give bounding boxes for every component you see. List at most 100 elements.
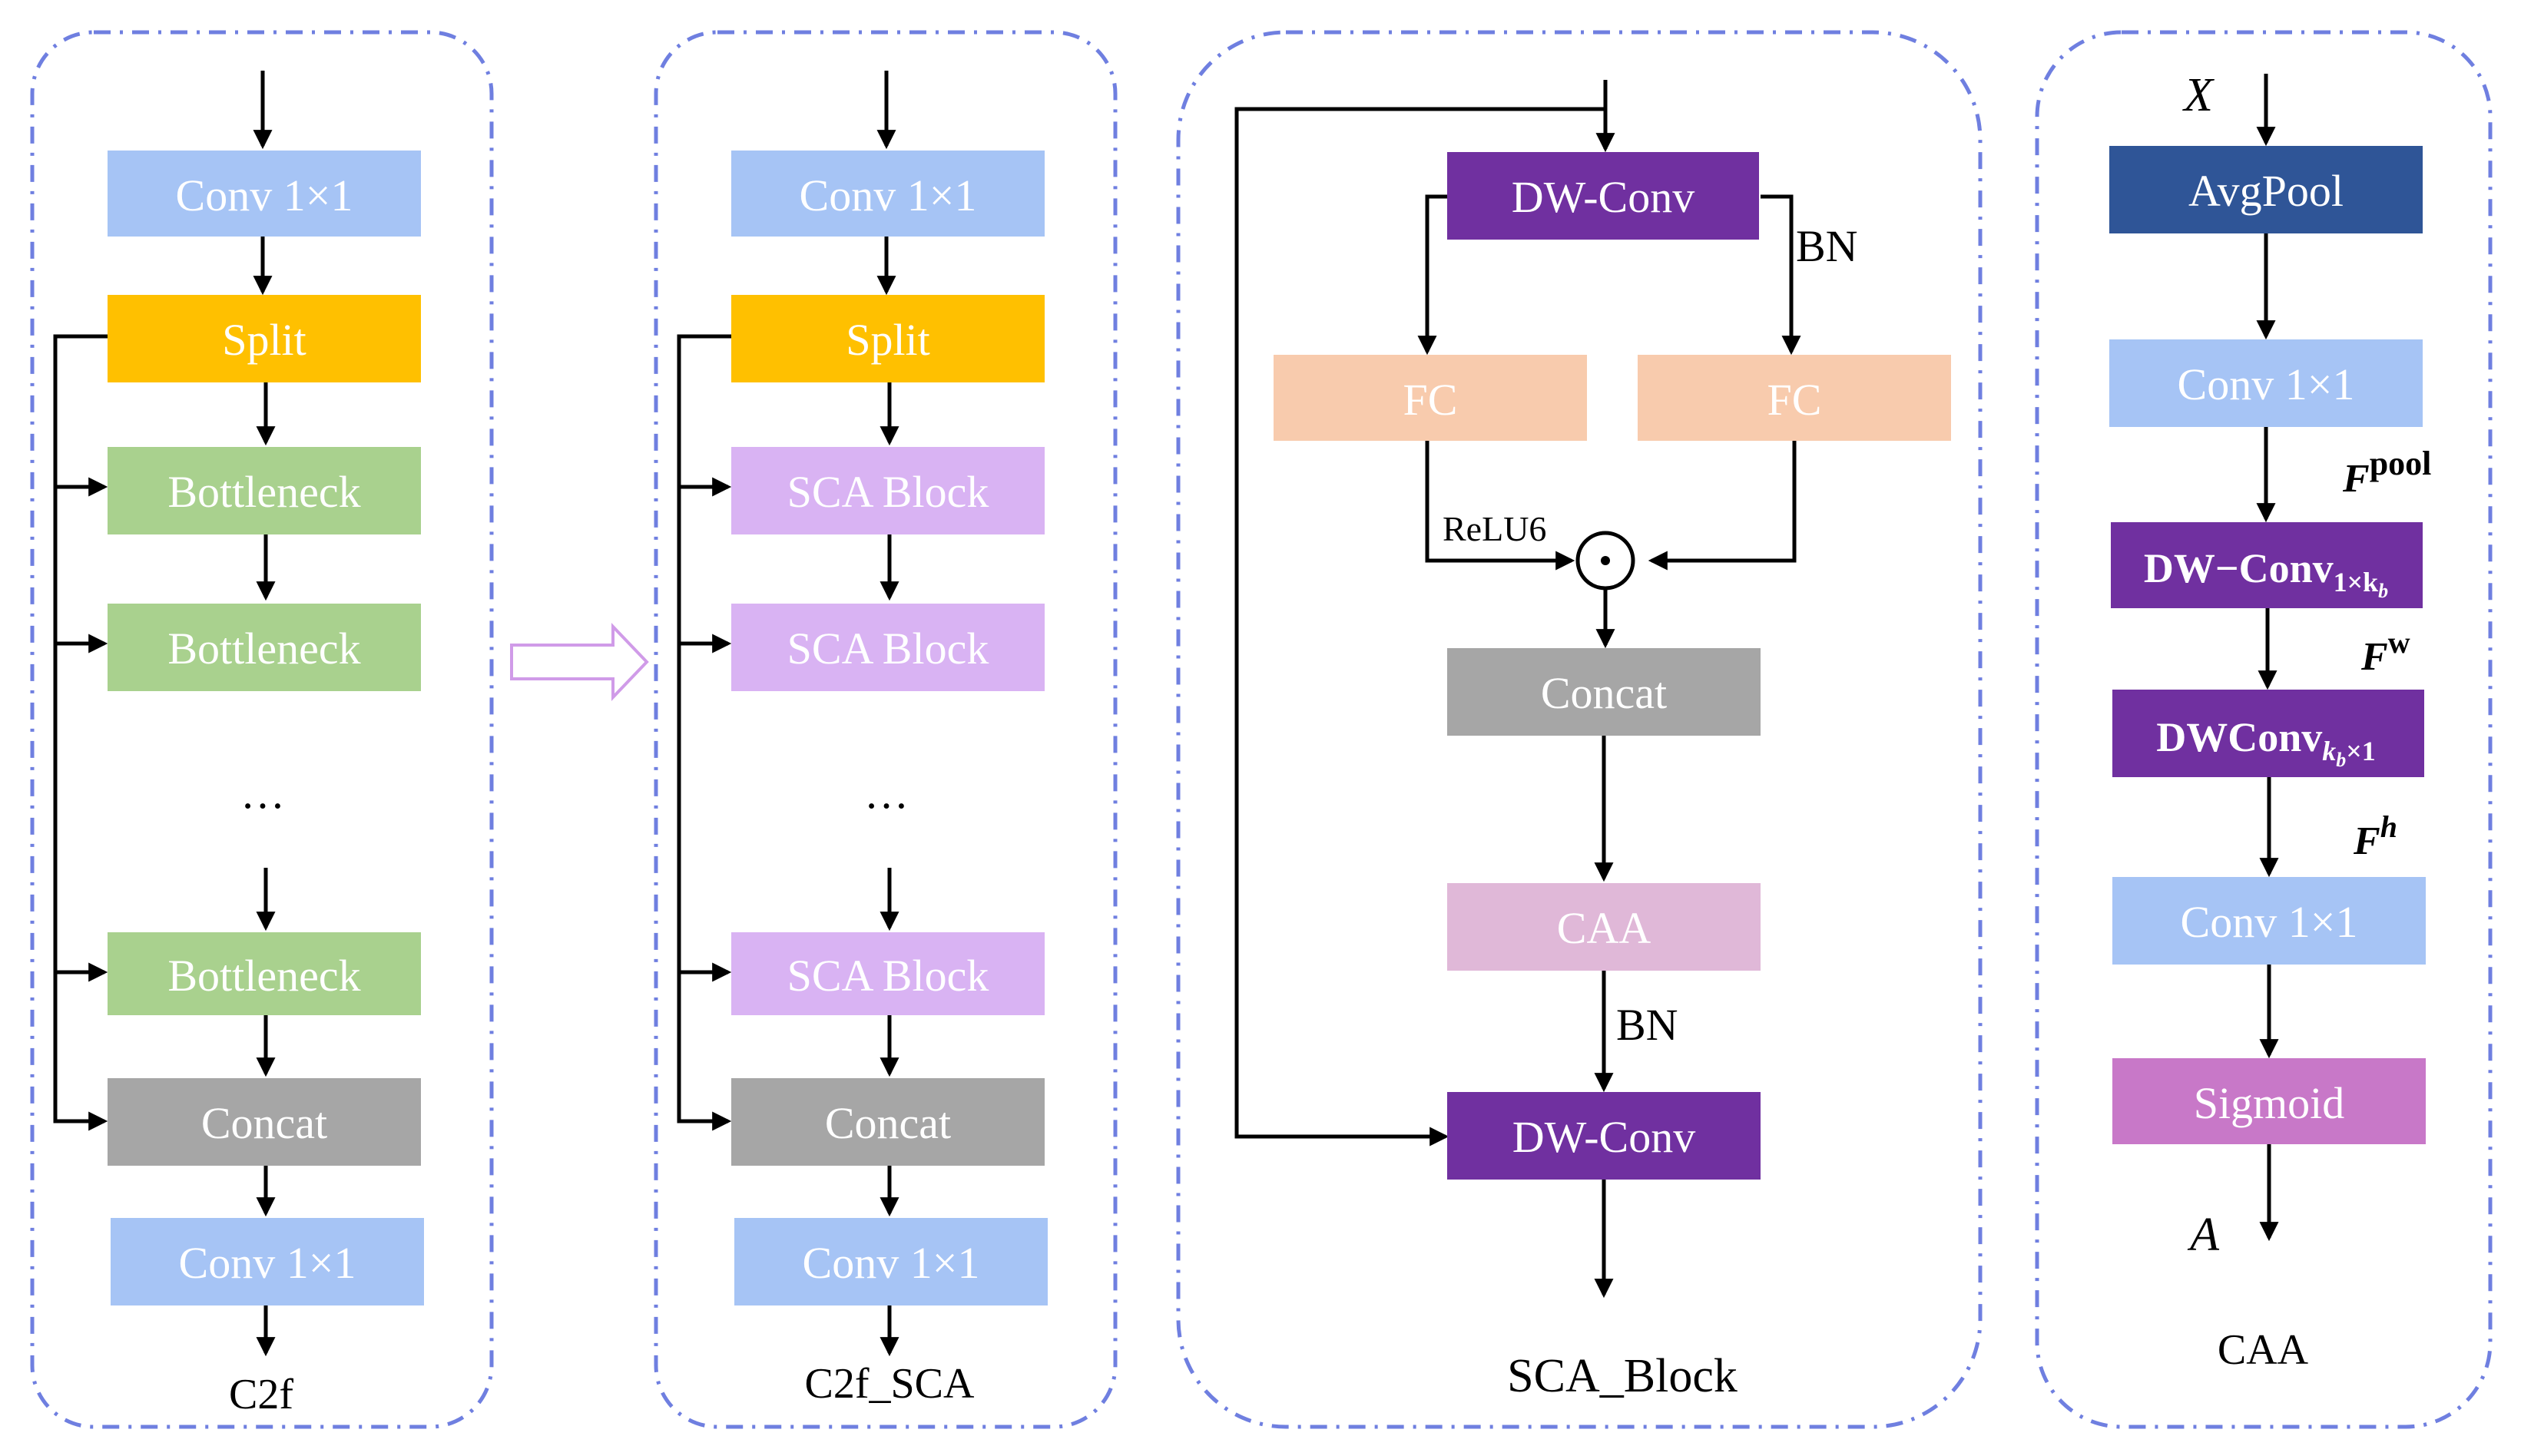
caa-dwconv-w-box: DW−Conv1×kb xyxy=(2111,522,2423,608)
panel-caa-wires xyxy=(2256,74,2279,1242)
c2f-sca-concat-label: Concat xyxy=(825,1098,951,1148)
c2f-sca-concat-box: Concat xyxy=(731,1078,1045,1166)
c2f-bottleneck-2-box: Bottleneck xyxy=(108,604,421,691)
sca-relu-label: ReLU6 xyxy=(1443,509,1546,548)
caa-caption: CAA xyxy=(2218,1326,2309,1374)
caa-dwconv-h-box: DWConvkb×1 xyxy=(2112,690,2424,777)
caa-output-label: A xyxy=(2187,1209,2220,1261)
sca-concat-rect xyxy=(1447,648,1761,736)
sca-bn-bottom-label: BN xyxy=(1616,1000,1678,1050)
panel-c2f-sca: Conv 1×1 Split SCA Block SCA Block … SCA… xyxy=(654,30,1118,1429)
c2f-conv-bottom-label: Conv 1×1 xyxy=(179,1238,356,1288)
caa-conv-top-label: Conv 1×1 xyxy=(2178,359,2355,409)
c2f-concat-box: Concat xyxy=(108,1078,421,1166)
caa-conv-bottom-label: Conv 1×1 xyxy=(2181,897,2358,947)
sca-fc-right-label: FC xyxy=(1767,375,1822,425)
sca-dwconv-bottom-box: DW-Conv xyxy=(1447,1092,1761,1180)
c2f-sca-block-3-box: SCA Block xyxy=(731,932,1045,1015)
panel-sca-block-border xyxy=(1176,30,1983,1429)
c2f-conv-top-rect xyxy=(108,151,421,237)
c2f-conv-top-box: Conv 1×1 xyxy=(108,151,421,237)
caa-conv-bottom-box: Conv 1×1 xyxy=(2112,877,2426,965)
c2f-sca-block-2-rect xyxy=(731,604,1045,691)
caa-fh-label: Fh xyxy=(2353,809,2397,863)
panel-c2f-wires xyxy=(53,71,276,1357)
c2f-bottleneck-1-label: Bottleneck xyxy=(167,467,360,517)
sca-block-caption: SCA_Block xyxy=(1507,1350,1738,1402)
sca-dwconv-bottom-rect xyxy=(1447,1092,1761,1180)
sca-concat-label: Concat xyxy=(1541,668,1667,718)
c2f-conv-top-label: Conv 1×1 xyxy=(176,170,353,220)
caa-sigmoid-box: Sigmoid xyxy=(2112,1058,2426,1144)
sca-dwconv-bottom-label: DW-Conv xyxy=(1512,1112,1695,1162)
caa-dwconv-w-label: DW−Conv1×kb xyxy=(2144,545,2388,602)
c2f-sca-block-2-label: SCA Block xyxy=(787,624,989,673)
sca-multiply-node xyxy=(1575,531,1635,591)
caa-dwconv-w-rect xyxy=(2111,522,2423,608)
sca-caa-box: CAA xyxy=(1447,883,1761,971)
sca-fc-left-box: FC xyxy=(1274,355,1587,441)
transition-arrow xyxy=(510,623,649,701)
sca-fc-right-box: FC xyxy=(1638,355,1951,441)
c2f-bottleneck-1-rect xyxy=(108,447,421,534)
caa-conv-top-rect xyxy=(2109,339,2423,427)
c2f-sca-block-1-rect xyxy=(731,447,1045,534)
c2f-split-rect xyxy=(108,295,421,382)
c2f-sca-block-3-rect xyxy=(731,932,1045,1015)
sca-fc-right-rect xyxy=(1638,355,1951,441)
c2f-bottleneck-1-box: Bottleneck xyxy=(108,447,421,534)
sca-fc-left-label: FC xyxy=(1403,375,1458,425)
caa-dwconv-h-rect xyxy=(2112,690,2424,777)
caa-sigmoid-label: Sigmoid xyxy=(2194,1078,2345,1128)
c2f-sca-conv-bottom-rect xyxy=(734,1218,1048,1305)
c2f-bottleneck-2-label: Bottleneck xyxy=(167,624,360,673)
c2f-split-box: Split xyxy=(108,295,421,382)
caa-sigmoid-rect xyxy=(2112,1058,2426,1144)
sca-concat-box: Concat xyxy=(1447,648,1761,736)
c2f-sca-block-1-box: SCA Block xyxy=(731,447,1045,534)
caa-dwconv-h-label: DWConvkb×1 xyxy=(2156,714,2376,771)
caa-avgpool-label: AvgPool xyxy=(2188,166,2344,216)
c2f-sca-split-label: Split xyxy=(846,315,930,365)
c2f-sca-block-3-label: SCA Block xyxy=(787,951,989,1001)
panel-c2f: Conv 1×1 Split Bottleneck Bottleneck … B… xyxy=(30,30,494,1429)
caa-fw-label: Fw xyxy=(2360,625,2410,679)
c2f-bottleneck-2-rect xyxy=(108,604,421,691)
panel-caa-border xyxy=(2035,30,2493,1429)
sca-caa-label: CAA xyxy=(1557,903,1651,953)
panel-c2f-border xyxy=(30,30,494,1429)
panel-sca-block: DW-Conv BN FC FC ReLU6 Concat CAA BN DW-… xyxy=(1176,30,1983,1429)
panel-c2f-sca-wires xyxy=(677,71,899,1357)
c2f-sca-conv-bottom-label: Conv 1×1 xyxy=(803,1238,980,1288)
panel-sca-block-wires xyxy=(1234,80,1801,1299)
c2f-concat-rect xyxy=(108,1078,421,1166)
c2f-bottleneck-3-rect xyxy=(108,932,421,1015)
caa-conv-top-box: Conv 1×1 xyxy=(2109,339,2423,427)
caa-conv-bottom-rect xyxy=(2112,877,2426,965)
c2f-sca-split-rect xyxy=(731,295,1045,382)
sca-dwconv-top-label: DW-Conv xyxy=(1512,172,1694,222)
c2f-sca-conv-top-box: Conv 1×1 xyxy=(731,151,1045,237)
c2f-bottleneck-3-box: Bottleneck xyxy=(108,932,421,1015)
sca-fc-left-rect xyxy=(1274,355,1587,441)
sca-bn-top-label: BN xyxy=(1796,221,1858,271)
panel-caa: X AvgPool Conv 1×1 Fpool DW−Conv1×kb Fw … xyxy=(2035,30,2493,1429)
c2f-sca-conv-bottom-box: Conv 1×1 xyxy=(734,1218,1048,1305)
c2f-bottleneck-3-label: Bottleneck xyxy=(167,951,360,1001)
sca-caa-rect xyxy=(1447,883,1761,971)
c2f-ellipsis: … xyxy=(240,768,285,818)
sca-multiply-dot xyxy=(1601,556,1610,565)
c2f-sca-conv-top-label: Conv 1×1 xyxy=(800,170,977,220)
c2f-sca-conv-top-rect xyxy=(731,151,1045,237)
caa-fpool-label: Fpool xyxy=(2342,445,2431,501)
c2f-sca-concat-rect xyxy=(731,1078,1045,1166)
c2f-caption: C2f xyxy=(229,1371,293,1418)
c2f-split-label: Split xyxy=(222,315,306,365)
panel-c2f-sca-border xyxy=(654,30,1118,1429)
sca-dwconv-top-rect xyxy=(1447,152,1759,240)
sca-dwconv-top-box: DW-Conv xyxy=(1447,152,1759,240)
c2f-concat-label: Concat xyxy=(201,1098,327,1148)
c2f-sca-caption: C2f_SCA xyxy=(805,1360,975,1408)
c2f-conv-bottom-box: Conv 1×1 xyxy=(111,1218,424,1305)
